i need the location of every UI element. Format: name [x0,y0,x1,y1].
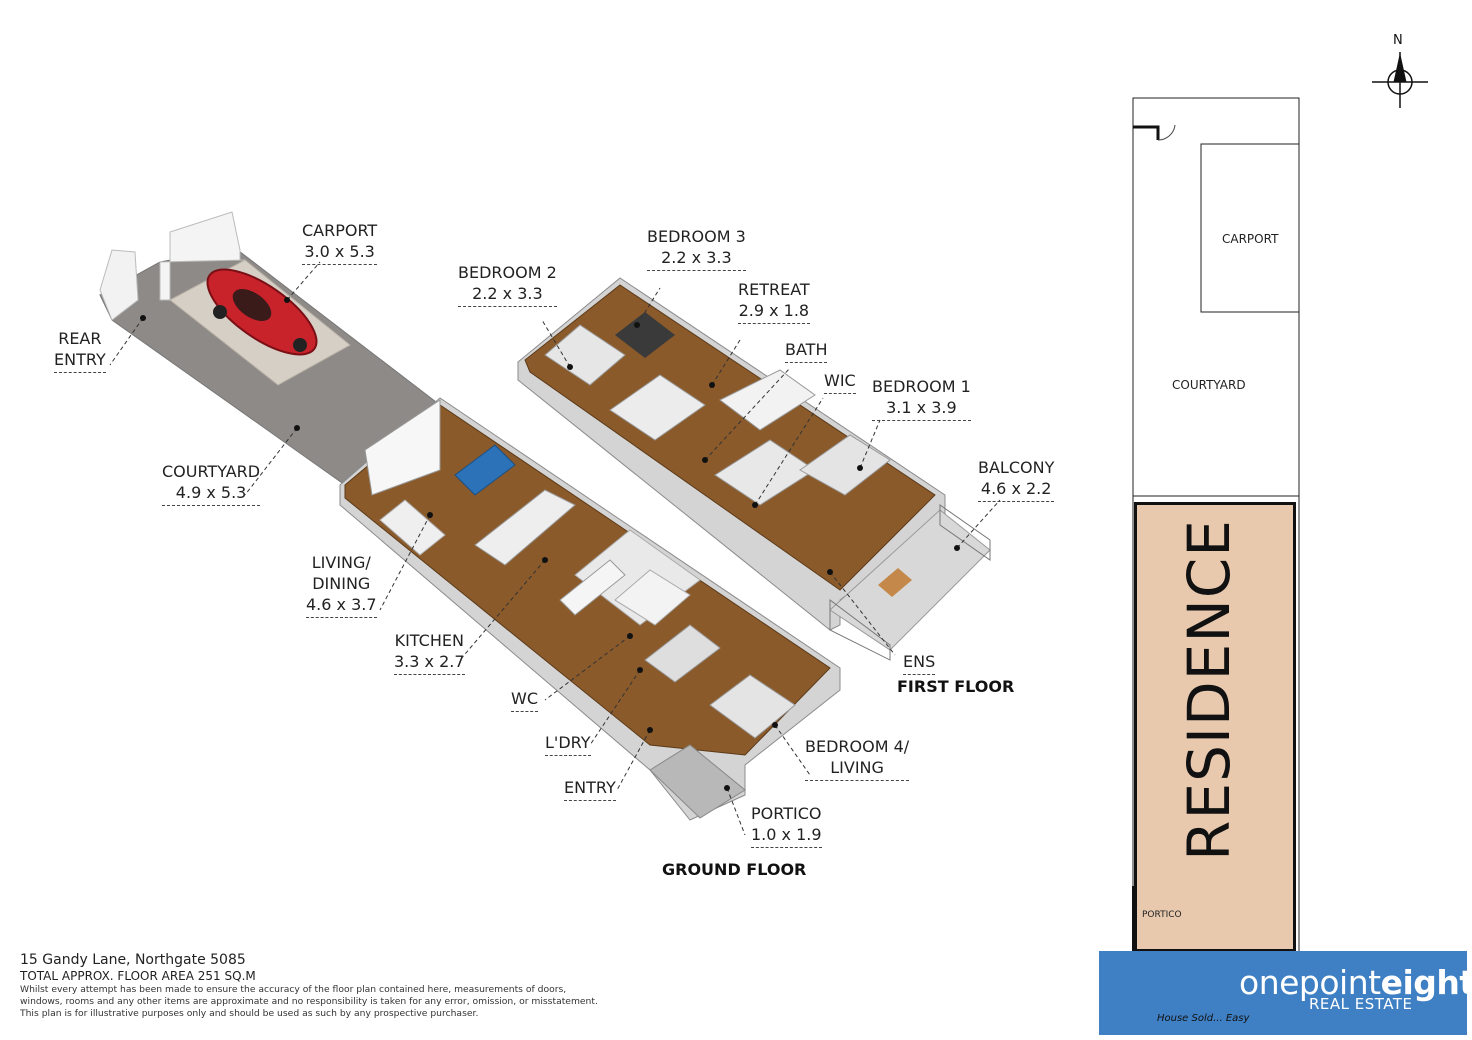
bed1-bed [799,434,891,496]
label-ensuite: ENS [903,651,936,675]
living-sofa [379,499,446,556]
balcony-rail [829,599,891,661]
label-entry: ENTRY [564,777,616,801]
leader-lines [109,261,1001,836]
site-label-portico: PORTICO [1142,910,1182,920]
site-label-residence: RESIDENCE [1175,519,1243,861]
compass-icon [1372,52,1428,108]
label-wic: WIC [824,370,856,394]
label-living-dining: LIVING/ DINING 4.6 x 3.7 [306,552,377,618]
stair [559,559,626,616]
label-balcony: BALCONY 4.6 x 2.2 [978,457,1055,502]
disclaimer-line: windows, rooms and any other items are a… [20,996,598,1007]
bedroom4-bed [709,674,796,739]
disclaimer-line: Whilst every attempt has been made to en… [20,984,567,995]
site-residence [1134,502,1296,952]
site-gate [1157,124,1176,141]
label-bath: BATH [785,339,828,363]
first-floor-floor [524,284,936,591]
logo-subtitle: REAL ESTATE [1309,995,1413,1013]
ground-floor-title: GROUND FLOOR [662,860,807,879]
floor-area: TOTAL APPROX. FLOOR AREA 251 SQ.M [20,969,256,983]
kitchen-bench [474,489,576,566]
label-retreat: RETREAT 2.9 x 1.8 [738,279,810,324]
sliding-door [364,399,441,496]
balcony-chairs [878,568,912,597]
rear-wall-panel [159,211,246,301]
site-carport [1200,143,1300,313]
first-wet-areas [544,324,626,386]
sofa [644,624,721,683]
label-laundry: L'DRY [545,732,591,756]
first-wet-areas [609,374,706,441]
site-label-courtyard: COURTYARD [1172,378,1246,392]
label-bedroom-2: BEDROOM 2 2.2 x 3.3 [458,262,557,307]
property-address: 15 Gandy Lane, Northgate 5085 [20,952,246,968]
logo-brand: onepointeight [1239,963,1472,1002]
car-icon [206,268,318,356]
label-rear-entry: REAR ENTRY [54,328,106,373]
first-floor-title: FIRST FLOOR [897,677,1015,696]
disclaimer-line: This plan is for illustrative purposes o… [20,1008,479,1019]
dining-table [454,444,516,496]
balcony-rail [939,504,991,561]
label-kitchen: KITCHEN 3.3 x 2.7 [394,630,465,675]
label-carport: CARPORT 3.0 x 5.3 [302,220,378,265]
agency-logo: onepointeight REAL ESTATE House Sold... … [1099,951,1472,1035]
logo-tagline: House Sold... Easy [1157,1013,1250,1024]
ground-wet-areas [614,569,691,626]
site-rear-wall [1133,125,1160,140]
first-wet-areas [719,369,816,431]
footer: 15 Gandy Lane, Northgate 5085 TOTAL APPR… [20,952,660,1020]
compass-north-label: N [1393,33,1403,48]
label-bedroom-1: BEDROOM 1 3.1 x 3.9 [872,376,971,421]
portico-slab [649,744,746,819]
label-wc: WC [511,688,538,712]
label-bedroom-4: BEDROOM 4/ LIVING [805,736,910,781]
label-courtyard: COURTYARD 4.9 x 5.3 [162,461,261,506]
bed3-bed [615,312,675,358]
label-portico: PORTICO 1.0 x 1.9 [751,803,822,848]
site-label-carport: CARPORT [1222,232,1279,246]
label-bedroom-3: BEDROOM 3 2.2 x 3.3 [647,226,746,271]
rear-wall-panel [99,249,139,321]
room-markers [140,297,960,791]
